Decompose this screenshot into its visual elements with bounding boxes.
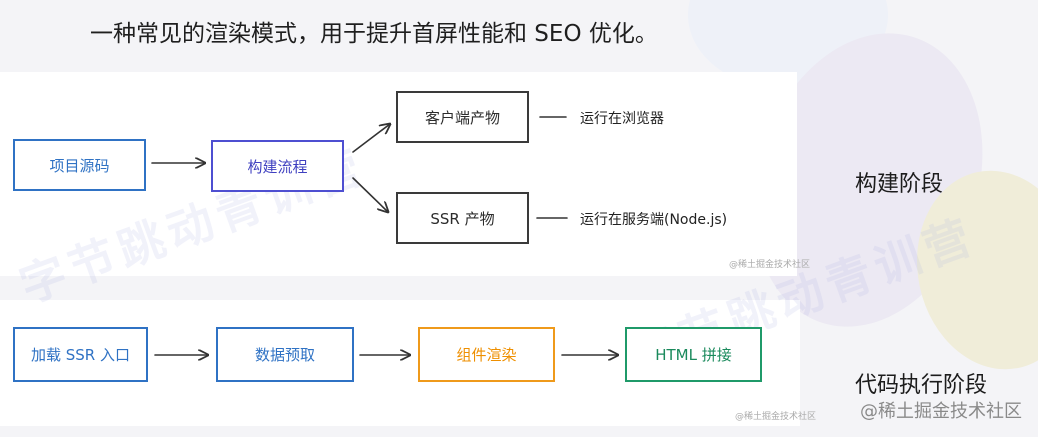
- node-component-render: 组件渲染: [418, 327, 555, 382]
- node-project-source: 项目源码: [13, 139, 146, 191]
- node-data-prefetch: 数据预取: [216, 327, 354, 382]
- node-build-process: 构建流程: [211, 140, 344, 192]
- note-runs-in-browser: 运行在浏览器: [580, 111, 664, 127]
- stage-label-runtime: 代码执行阶段: [855, 373, 988, 398]
- arrow-build-to-ssr: [352, 177, 388, 212]
- node-ssr-bundle: SSR 产物: [396, 192, 529, 244]
- note-runs-on-server: 运行在服务端(Node.js): [580, 212, 728, 228]
- diagram-credit: @稀土掘金技术社区: [735, 412, 817, 422]
- arrow-build-to-client: [352, 124, 390, 153]
- stage-label-build: 构建阶段: [855, 172, 944, 197]
- diagram-credit: @稀土掘金技术社区: [729, 260, 811, 270]
- headline: 一种常见的渲染模式，用于提升首屏性能和 SEO 优化。: [90, 21, 658, 47]
- node-load-ssr-entry: 加载 SSR 入口: [13, 327, 148, 382]
- node-html-concat: HTML 拼接: [625, 327, 762, 382]
- brand-watermark: @稀土掘金技术社区: [860, 401, 1022, 422]
- node-client-bundle: 客户端产物: [396, 91, 529, 143]
